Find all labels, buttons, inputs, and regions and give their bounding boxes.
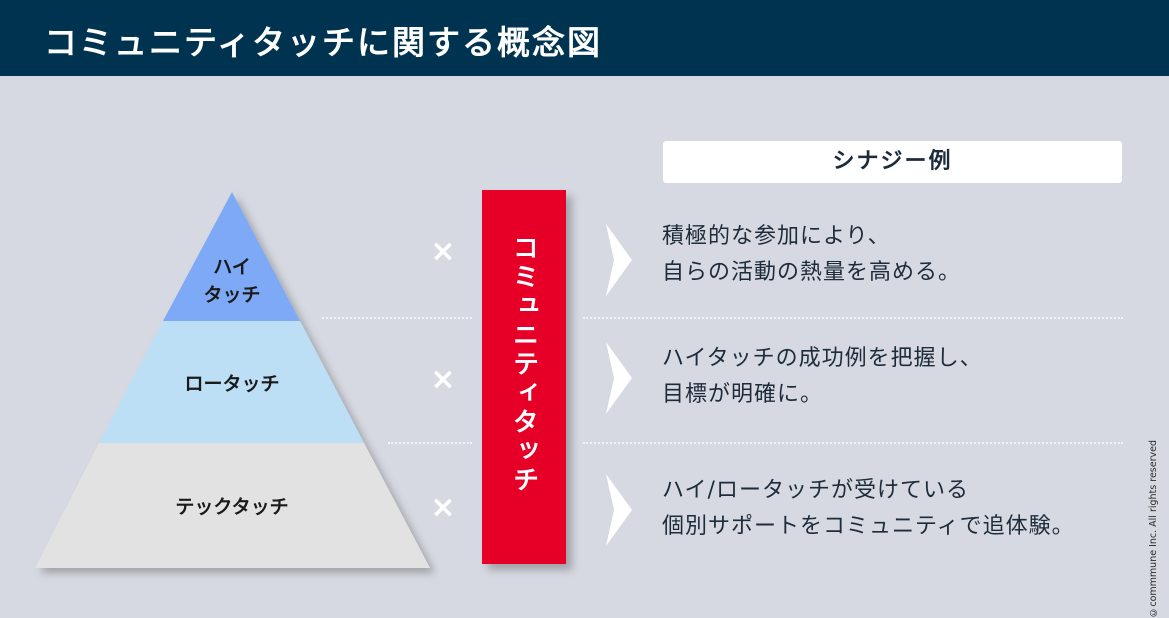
page-title: コミュニティタッチに関する概念図 [44,23,603,62]
divider-right-2 [583,442,1123,444]
chevron-right-icon [606,474,632,546]
tier-label-low-touch: ロータッチ [184,373,280,395]
divider-left-1 [322,317,472,319]
tier-label-high-touch: ハイ タッチ [182,253,282,309]
divider-left-2 [388,442,472,444]
synergy-item-3-line2: 個別サポートをコミュニティで追体験。 [662,514,1075,539]
multiply-symbol-2: × [430,362,456,397]
synergy-item-1: 積極的な参加により、 自らの活動の熱量を高める。 [662,219,961,291]
multiply-symbol-1: × [430,234,456,269]
synergy-item-1-line1: 積極的な参加により、 [662,224,891,249]
synergy-item-2: ハイタッチの成功例を把握し、 目標が明確に。 [662,341,983,413]
synergy-item-2-line1: ハイタッチの成功例を把握し、 [662,346,983,371]
copyright-notice: ©commmune Inc. All rights reserved [1148,440,1159,618]
tier-high-touch [163,192,300,321]
chevron-right-icon [606,224,632,296]
synergy-item-3-line1: ハイ/ロータッチが受けている [662,478,969,503]
synergy-item-2-line2: 目標が明確に。 [662,382,824,407]
divider-right-1 [583,317,1123,319]
tier-low-touch [99,321,364,443]
tier-label-high-touch-line1: ハイ [213,256,251,278]
tier-label-high-touch-line2: タッチ [203,284,261,306]
tier-label-tech-touch: テックタッチ [175,496,289,518]
synergy-item-1-line2: 自らの活動の熱量を高める。 [662,260,962,285]
community-touch-bar: コミュニティタッチ [482,190,566,564]
multiply-symbol-3: × [430,490,456,525]
community-touch-label: コミュニティタッチ [508,234,539,495]
synergy-item-3: ハイ/ロータッチが受けている 個別サポートをコミュニティで追体験。 [662,473,1075,545]
header-bar: コミュニティタッチに関する概念図 [0,0,1169,76]
chevron-right-icon [606,342,632,414]
synergy-header: シナジー例 [663,141,1122,183]
tier-tech-touch [35,443,430,568]
